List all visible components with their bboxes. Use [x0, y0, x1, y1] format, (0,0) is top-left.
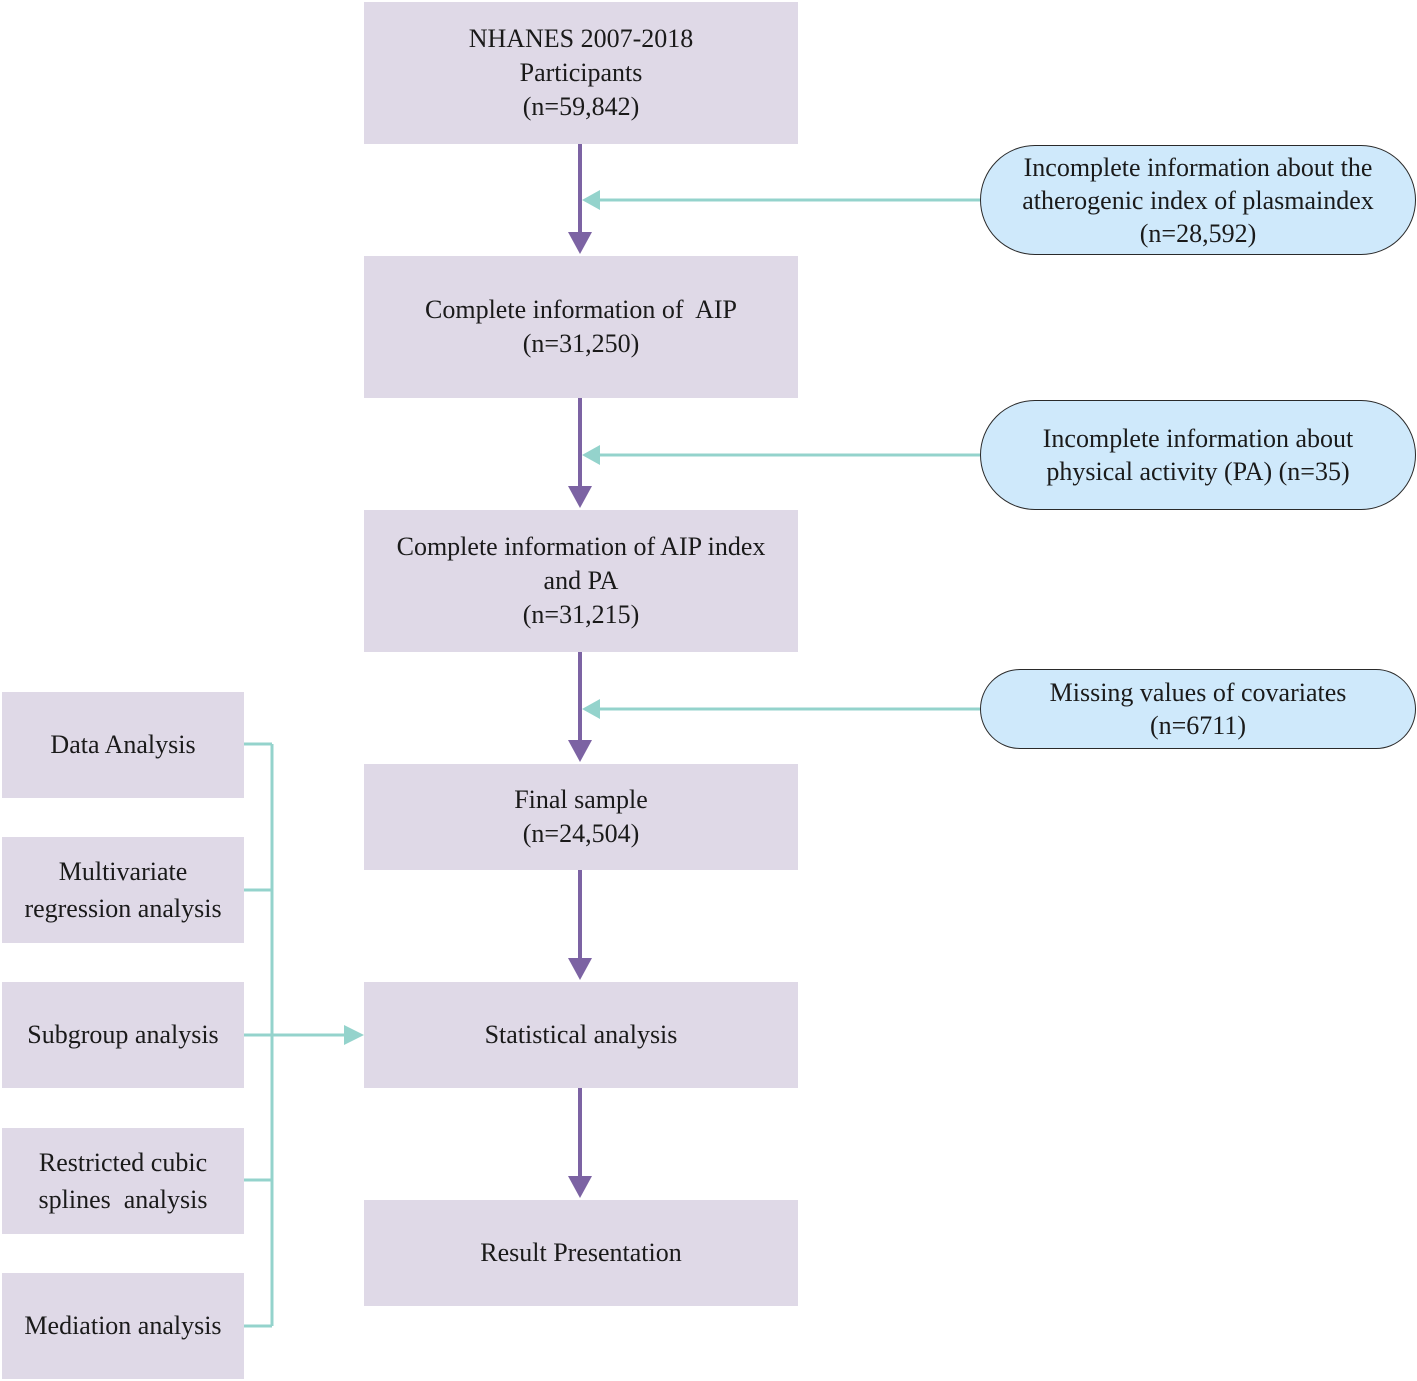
method-text-line: Multivariate	[58, 857, 188, 886]
method-text-line: Subgroup analysis	[27, 1020, 219, 1049]
exclusion-covariates: Missing values of covariates (n=6711)	[980, 669, 1416, 749]
arrowhead-methods	[344, 1025, 364, 1045]
analysis-bracket	[244, 742, 364, 1328]
pill-text-line: (n=6711)	[1149, 711, 1246, 740]
method-data-analysis: Data Analysis	[2, 692, 244, 798]
box-text-line: (n=31,215)	[522, 600, 640, 629]
box-complete-aip-pa: Complete information of AIP index and PA…	[364, 510, 798, 652]
arrowhead-excl-pa	[582, 445, 600, 465]
box-text-line: (n=59,842)	[522, 92, 640, 121]
box-result-presentation: Result Presentation	[364, 1200, 798, 1306]
box-text-line: Complete information of AIP index	[396, 532, 766, 561]
box-text-line: NHANES 2007-2018	[468, 24, 694, 53]
pill-text-line: atherogenic index of plasmaindex	[1022, 185, 1374, 215]
pill-text-line: Incomplete information about	[1042, 424, 1354, 453]
exclusion-arrows	[582, 190, 980, 719]
method-mediation-analysis: Mediation analysis	[2, 1273, 244, 1379]
box-text-line: Final sample	[514, 785, 648, 814]
method-rcs-analysis: Restricted cubic splines analysis	[2, 1128, 244, 1234]
method-text-line: Data Analysis	[50, 730, 196, 759]
arrowhead-3	[568, 740, 592, 762]
arrowhead-2	[568, 486, 592, 508]
box-complete-aip: Complete information of AIP (n=31,250)	[364, 256, 798, 398]
method-text-line: Restricted cubic	[38, 1148, 208, 1177]
box-text-line: (n=31,250)	[522, 329, 640, 358]
method-text-line: Mediation analysis	[24, 1311, 222, 1340]
pill-text-line: (n=28,592)	[1139, 218, 1257, 248]
method-multivariate-regression: Multivariate regression analysis	[2, 837, 244, 943]
exclusion-pa: Incomplete information about physical ac…	[980, 400, 1416, 510]
pill-text-line: Missing values of covariates	[1049, 678, 1347, 707]
box-statistical-analysis: Statistical analysis	[364, 982, 798, 1088]
box-text-line: (n=24,504)	[522, 819, 640, 848]
exclusion-aip: Incomplete information about the atherog…	[980, 145, 1416, 255]
arrowhead-excl-covariates	[582, 699, 600, 719]
arrowhead-1	[568, 232, 592, 254]
arrowhead-5	[568, 1176, 592, 1198]
method-text-line: splines analysis	[38, 1185, 208, 1214]
box-nhanes-participants: NHANES 2007-2018 Participants (n=59,842)	[364, 2, 798, 144]
arrowhead-excl-aip	[582, 190, 600, 210]
box-final-sample: Final sample (n=24,504)	[364, 764, 798, 870]
method-subgroup-analysis: Subgroup analysis	[2, 982, 244, 1088]
box-text-line: Statistical analysis	[484, 1020, 678, 1049]
box-text-line: Result Presentation	[480, 1238, 682, 1267]
main-arrows	[568, 143, 592, 1198]
box-text-line: Participants	[519, 58, 643, 87]
box-text-line: Complete information of AIP	[425, 295, 737, 324]
pill-text-line: Incomplete information about the	[1023, 152, 1373, 182]
box-text-line: and PA	[543, 566, 619, 595]
arrowhead-4	[568, 958, 592, 980]
pill-text-line: physical activity (PA) (n=35)	[1046, 457, 1350, 486]
method-text-line: regression analysis	[24, 894, 222, 923]
